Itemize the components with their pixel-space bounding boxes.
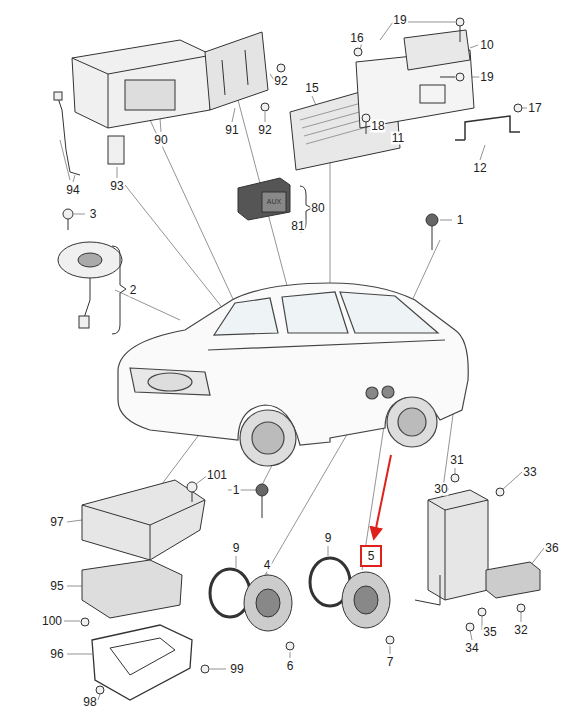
callout-number: 2 (129, 284, 138, 297)
callout-number: 16 (349, 32, 364, 45)
callout-number: 12 (472, 162, 487, 175)
parts-lower (81, 474, 540, 700)
callout-number: 32 (513, 624, 528, 637)
callout-number: AUX (266, 198, 282, 206)
callout-number: 36 (544, 542, 559, 555)
callout-number: 1 (456, 214, 465, 227)
callout-number: 100 (41, 615, 63, 628)
callout-number: 92 (257, 124, 272, 137)
leader-lines (60, 22, 544, 700)
callout-number: 93 (109, 180, 124, 193)
callout-number: 80 (310, 202, 325, 215)
callout-number: 9 (324, 532, 333, 545)
callout-number: 19 (479, 71, 494, 84)
parts (54, 18, 522, 518)
callout-number: 6 (286, 660, 295, 673)
callout-number: 11 (391, 132, 405, 145)
callout-number: 92 (273, 75, 288, 88)
callout-number: 91 (224, 124, 239, 137)
callout-number: 10 (479, 39, 494, 52)
callout-number: 35 (482, 626, 497, 639)
callout-number: 101 (206, 469, 228, 482)
callout-number: 17 (527, 102, 542, 115)
callout-number: 97 (49, 516, 64, 529)
pointer-arrow (374, 455, 391, 538)
callout-number: 4 (263, 559, 272, 572)
callout-number: 98 (82, 696, 97, 709)
car-illustration (118, 283, 468, 466)
callout-number: 1 (232, 484, 241, 497)
callout-number: 34 (464, 642, 479, 655)
callout-number: 81 (290, 220, 305, 233)
callout-number: 15 (304, 82, 319, 95)
callout-number: 96 (49, 648, 64, 661)
callout-number: 18 (370, 120, 385, 133)
callout-number: 7 (386, 656, 395, 669)
callout-number: 90 (153, 134, 168, 147)
callout-number: 9 (232, 542, 241, 555)
callout-number: 94 (65, 184, 80, 197)
callout-number: 19 (392, 14, 407, 27)
callout-number: 30 (433, 483, 448, 496)
highlight-box: 5 (360, 545, 382, 567)
callout-number: 31 (449, 454, 464, 467)
callout-number: 33 (522, 466, 537, 479)
callout-number: 95 (49, 580, 64, 593)
callout-number: 5 (368, 550, 375, 563)
callout-number: 99 (229, 663, 244, 676)
callout-number: 3 (89, 208, 98, 221)
